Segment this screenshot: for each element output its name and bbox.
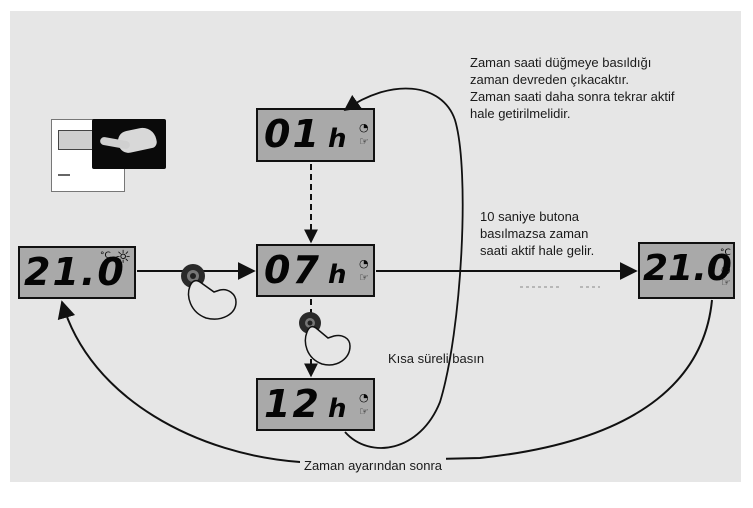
- display-step-01: 01 h ◔ ☞: [256, 108, 375, 162]
- note-press-exit: Zaman saati düğmeye basıldığı zaman devr…: [470, 54, 675, 122]
- display-step-07: 07 h ◔ ☞: [256, 244, 375, 297]
- hand-photo-icon: [92, 119, 166, 169]
- note-line: saati aktif hale gelir.: [480, 243, 595, 258]
- display-step-01-digits: 01: [264, 112, 321, 156]
- display-step-12: 12 h ◔ ☞: [256, 378, 375, 431]
- label-short-press: Kısa süreli basın: [388, 351, 485, 366]
- hand-mode-icon: ☞: [359, 135, 369, 148]
- note-line: basılmazsa zaman: [480, 226, 589, 241]
- thumbnail-dash: [58, 174, 70, 176]
- hour-unit: h: [328, 124, 347, 154]
- hand-mode-icon: ☞: [359, 271, 369, 284]
- clock-icon: ◔: [721, 263, 731, 276]
- hour-unit: h: [328, 394, 347, 424]
- display-main-left: 21.0 °C ☼: [18, 246, 136, 299]
- display-step-07-digits: 07: [264, 248, 321, 292]
- clock-icon: ◔: [359, 121, 369, 134]
- display-main-right: 21.0 °C ◔ ☞: [638, 242, 735, 299]
- celsius-symbol: °C: [100, 251, 111, 261]
- note-line: Zaman saati daha sonra tekrar aktif: [470, 89, 675, 104]
- hour-unit: h: [328, 260, 347, 290]
- clock-icon: ◔: [359, 391, 369, 404]
- note-line: Zaman saati düğmeye basıldığı: [470, 55, 652, 70]
- label-after-setting: Zaman ayarından sonra: [300, 457, 447, 474]
- sun-icon: ☼: [115, 247, 132, 268]
- note-line: hale getirilmelidir.: [470, 106, 571, 121]
- display-main-right-digits: 21.0: [643, 248, 732, 289]
- celsius-symbol: °C: [720, 248, 731, 258]
- press-button-icon: [299, 312, 351, 366]
- clock-icon: ◔: [359, 257, 369, 270]
- loop-12-to-01: [343, 87, 464, 449]
- note-timeout: 10 saniye butona basılmazsa zaman saati …: [480, 208, 594, 259]
- hand-mode-icon: ☞: [359, 405, 369, 418]
- display-step-12-digits: 12: [264, 382, 321, 426]
- note-line: zaman devreden çıkacaktır.: [470, 72, 629, 87]
- return-arrow-to-left: [57, 299, 713, 464]
- display-main-left-digits: 21.0: [24, 250, 126, 294]
- hand-mode-icon: ☞: [721, 276, 731, 289]
- note-line: 10 saniye butona: [480, 209, 580, 224]
- press-button-icon: [181, 264, 237, 320]
